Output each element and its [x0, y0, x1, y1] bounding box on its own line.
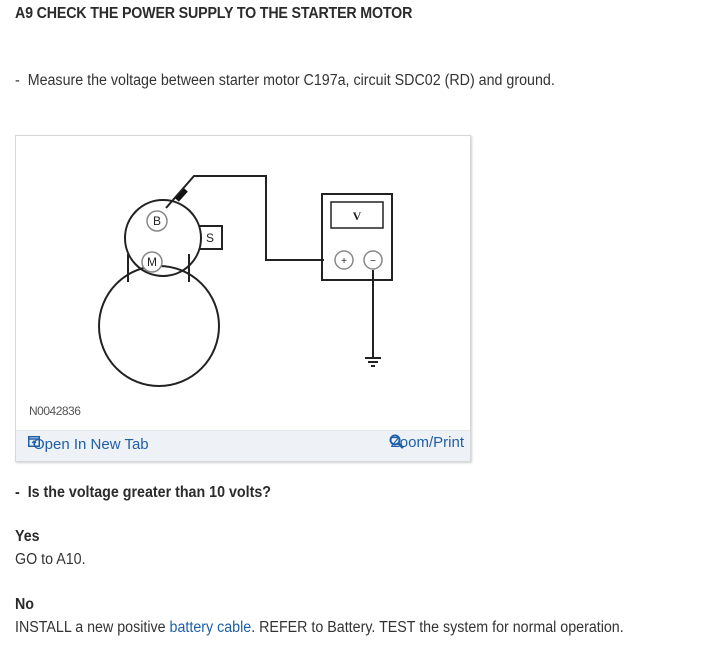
starter-motor-diagram: B M S V + − — [98, 175, 393, 387]
battery-cable-link[interactable]: battery cable — [169, 619, 252, 636]
open-in-new-tab-label: Open In New Tab — [33, 436, 149, 453]
answer-no-text: INSTALL a new positive battery cable. RE… — [15, 619, 624, 637]
answer-yes-text: GO to A10. — [15, 551, 86, 568]
zoom-print-link[interactable]: Zoom/Print — [389, 434, 464, 451]
zoom-print-label: Zoom/Print — [390, 434, 464, 451]
question-text: Is the voltage greater than 10 volts? — [27, 484, 271, 501]
terminal-b-label: B — [153, 214, 161, 228]
answer-no-text-before: INSTALL a new positive — [15, 619, 170, 636]
bullet: - — [15, 72, 20, 89]
figure-panel: B M S V + − N0042836 Open In New Tab Zoo… — [15, 135, 471, 462]
page-title: A9 CHECK THE POWER SUPPLY TO THE STARTER… — [15, 5, 413, 22]
figure-toolbar: Open In New Tab Zoom/Print — [16, 430, 470, 461]
answer-no-label: No — [15, 596, 35, 613]
plus-terminal-label: + — [341, 256, 347, 267]
figure-id: N0042836 — [29, 404, 81, 418]
terminal-m-label: M — [147, 255, 157, 269]
step-text: Measure the voltage between starter moto… — [27, 72, 555, 89]
question: - Is the voltage greater than 10 volts? — [15, 484, 271, 502]
bullet: - — [15, 484, 20, 501]
minus-terminal-label: − — [370, 256, 376, 267]
answer-yes-label: Yes — [15, 528, 40, 545]
answer-no-text-after: . REFER to Battery. TEST the system for … — [251, 619, 624, 636]
voltmeter-label: V — [353, 209, 362, 223]
terminal-s-label: S — [206, 231, 214, 245]
step-instruction: - Measure the voltage between starter mo… — [15, 72, 555, 90]
open-in-new-tab-link[interactable]: Open In New Tab — [28, 436, 149, 453]
